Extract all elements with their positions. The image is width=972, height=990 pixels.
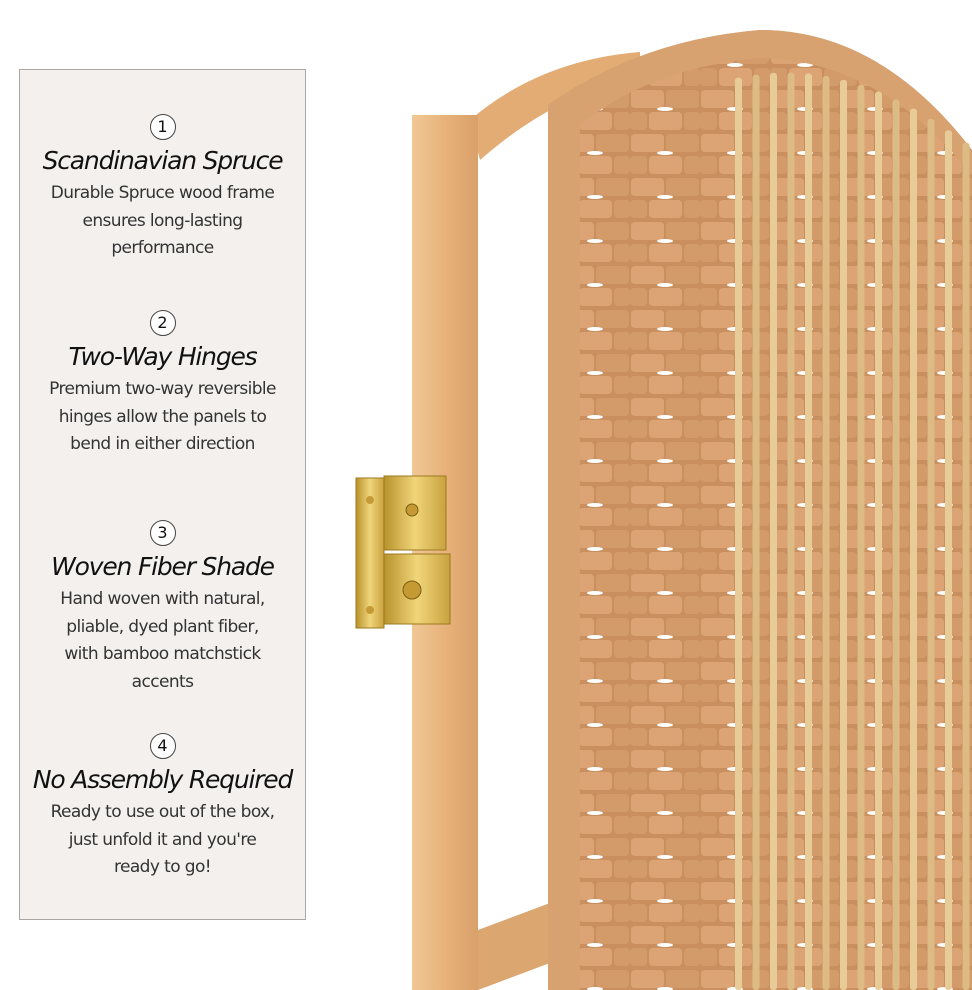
feature-title: Woven Fiber Shade [51,552,275,581]
bamboo-matchsticks [735,72,970,990]
desc-line: Premium two-way reversible [49,379,276,399]
features-panel: 1 Scandinavian Spruce Durable Spruce woo… [19,69,306,920]
feature-title: Two-Way Hinges [68,342,257,371]
bamboo-stick [910,108,917,990]
bamboo-stick [805,73,812,990]
bamboo-stick [770,72,777,990]
bamboo-stick [735,77,742,990]
feature-number: 4 [149,733,176,759]
desc-line: accents [131,671,194,692]
desc-line: performance [111,238,214,258]
desc-line: hinges allow the panels to [58,406,267,427]
desc-line: ensures long-lasting [82,210,244,231]
bamboo-stick [857,85,865,990]
desc-line: Hand woven with natural, [60,589,265,609]
frame-lower-rail [478,900,558,990]
feature-3: 3 Woven Fiber Shade Hand woven with natu… [20,520,305,696]
bamboo-stick [927,118,935,990]
feature-description: Hand woven with natural, pliable, dyed p… [20,586,305,696]
desc-line: just unfold it and you're [68,829,257,850]
bamboo-stick [875,91,882,990]
feature-title: Scandinavian Spruce [42,146,284,175]
bamboo-stick [787,72,795,990]
desc-line: ready to go! [113,857,212,877]
feature-description: Ready to use out of the box, just unfold… [20,799,305,882]
feature-4: 4 No Assembly Required Ready to use out … [20,733,305,882]
bamboo-stick [822,75,830,990]
feature-2: 2 Two-Way Hinges Premium two-way reversi… [20,310,305,459]
desc-line: with bamboo matchstick [64,644,261,664]
bamboo-stick [892,99,900,990]
desc-line: pliable, dyed plant fiber, [66,616,259,637]
hinge-icon [355,475,451,629]
desc-line: Durable Spruce wood frame [50,183,275,203]
desc-line: Ready to use out of the box, [50,802,275,822]
frame-post [412,115,478,990]
feature-number: 2 [149,310,176,336]
feature-1: 1 Scandinavian Spruce Durable Spruce woo… [20,114,305,263]
feature-title: No Assembly Required [32,765,294,794]
feature-description: Durable Spruce wood frame ensures long-l… [20,180,305,263]
woven-panel [548,30,972,990]
desc-line: bend in either direction [70,434,255,454]
bamboo-stick [752,74,760,990]
feature-description: Premium two-way reversible hinges allow … [20,376,305,459]
bamboo-stick [945,130,952,990]
bamboo-stick [962,142,970,990]
bamboo-stick [840,79,847,990]
feature-number: 1 [149,114,176,140]
feature-number: 3 [149,520,176,546]
